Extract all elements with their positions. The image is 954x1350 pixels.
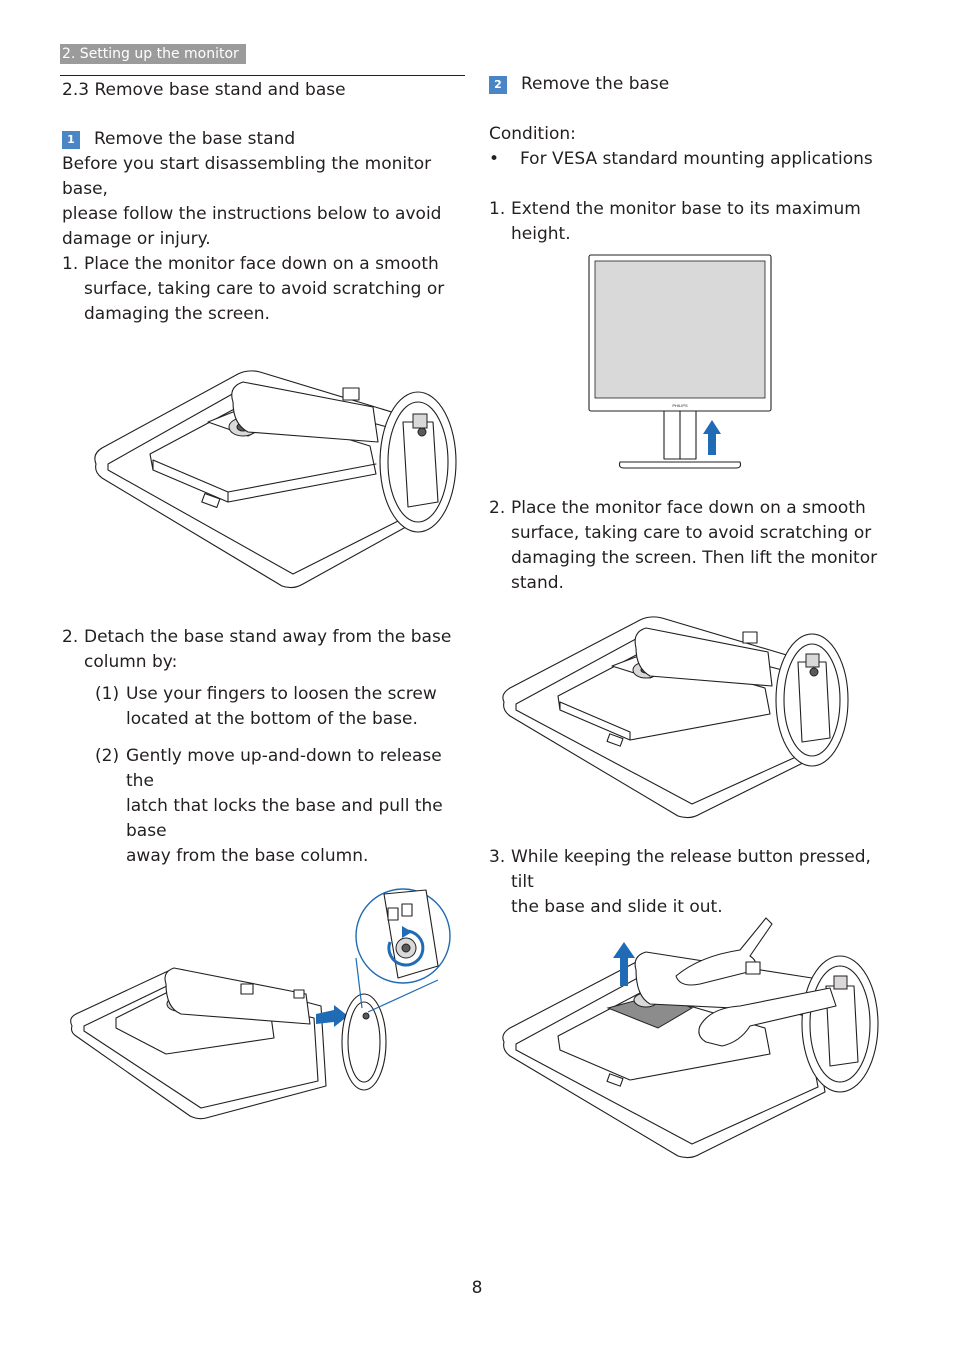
subitem-line: Gently move up-and-down to release the (126, 746, 442, 791)
item-line: Place the monitor face down on a smooth (84, 254, 439, 274)
step1-subitem1: (1) Use your fingers to loosen the screw… (95, 682, 465, 732)
item-number: 2. (62, 627, 79, 647)
subitem-line: Use your fingers to loosen the screw (126, 684, 437, 704)
item-number: 1. (489, 199, 506, 219)
step1-title: Remove the base stand (94, 129, 296, 149)
chapter-tab: 2. Setting up the monitor (60, 44, 246, 64)
item-line: surface, taking care to avoid scratching… (84, 279, 445, 299)
item-line: damaging the screen. (84, 304, 270, 324)
item-number: 2. (489, 498, 506, 518)
condition-label: Condition: (489, 124, 576, 144)
item-line: surface, taking care to avoid scratching… (511, 523, 872, 543)
step1-item1: 1. Place the monitor face down on a smoo… (62, 252, 462, 327)
monitor-upright-illustration: PHILIPS (588, 254, 772, 469)
step1-heading: 1 Remove the base stand (62, 127, 295, 152)
subitem-line: latch that locks the base and pull the b… (126, 796, 443, 841)
item-line: Extend the monitor base to its maximum (511, 199, 861, 219)
intro-line: damage or injury. (62, 229, 211, 249)
item-line: the base and slide it out. (511, 897, 723, 917)
intro-line: please follow the instructions below to … (62, 204, 442, 224)
item-line: column by: (84, 652, 178, 672)
step1-subitem2: (2) Gently move up-and-down to release t… (95, 744, 465, 869)
item-line: damaging the screen. Then lift the monit… (511, 548, 878, 568)
step2-item1: 1. Extend the monitor base to its maximu… (489, 197, 889, 247)
tilt-slide-base-illustration (502, 917, 879, 1159)
monitor-brand-label: PHILIPS (672, 403, 688, 408)
subitem-number: (2) (95, 746, 120, 766)
intro-line: Before you start disassembling the monit… (62, 154, 432, 199)
step2-title: Remove the base (521, 74, 670, 94)
subitem-line: away from the base column. (126, 846, 369, 866)
bullet-text: For VESA standard mounting applications (520, 149, 873, 169)
step1-badge: 1 (62, 130, 80, 149)
item-number: 1. (62, 254, 79, 274)
condition-bullet: • For VESA standard mounting application… (489, 147, 873, 172)
detach-base-illustration (70, 888, 451, 1120)
subitem-line: located at the bottom of the base. (126, 709, 418, 729)
monitor-facedown-illustration (94, 370, 457, 589)
page-number: 8 (471, 1278, 483, 1298)
item-line: Place the monitor face down on a smooth (511, 498, 866, 518)
item-line: While keeping the release button pressed… (511, 847, 871, 892)
item-line: stand. (511, 573, 564, 593)
section-divider (60, 75, 465, 76)
item-line: Detach the base stand away from the base (84, 627, 452, 647)
step1-intro: Before you start disassembling the monit… (62, 152, 462, 252)
step2-badge: 2 (489, 75, 507, 94)
item-number: 3. (489, 847, 506, 867)
bullet-glyph: • (489, 149, 500, 169)
step1-item2: 2. Detach the base stand away from the b… (62, 625, 462, 675)
subitem-number: (1) (95, 684, 120, 704)
step2-item3: 3. While keeping the release button pres… (489, 845, 889, 920)
step2-heading: 2 Remove the base (489, 72, 669, 97)
section-title: 2.3 Remove base stand and base (62, 80, 346, 100)
step2-item2: 2. Place the monitor face down on a smoo… (489, 496, 889, 596)
item-line: height. (511, 224, 571, 244)
monitor-facedown-lift-illustration (502, 616, 849, 819)
